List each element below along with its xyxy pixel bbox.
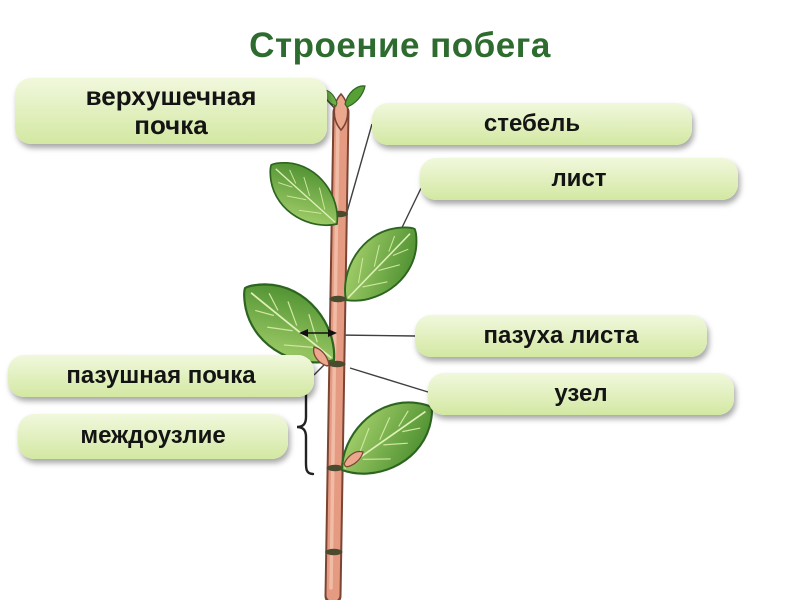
label-leaf-axil: пазуха листа [415,315,707,357]
label-axillary-bud: пазушная почка [8,355,314,397]
axil-arrow-icon [299,329,337,337]
label-internode: междоузлие [18,414,288,459]
axillary-bud-drawing [312,346,330,367]
label-node: узел [428,373,734,415]
page-title: Строение побега [249,26,551,65]
connector-stem [346,123,373,213]
label-leaf: лист [420,158,738,200]
label-stem: стебель [372,103,692,145]
connector-lines [313,98,429,393]
small-bud-drawing [343,450,364,468]
label-apical-bud: верхушечная почка [15,78,327,144]
connector-leaf-axil [335,334,416,337]
connector-node [349,367,429,393]
apical-bud-drawing [321,85,366,132]
